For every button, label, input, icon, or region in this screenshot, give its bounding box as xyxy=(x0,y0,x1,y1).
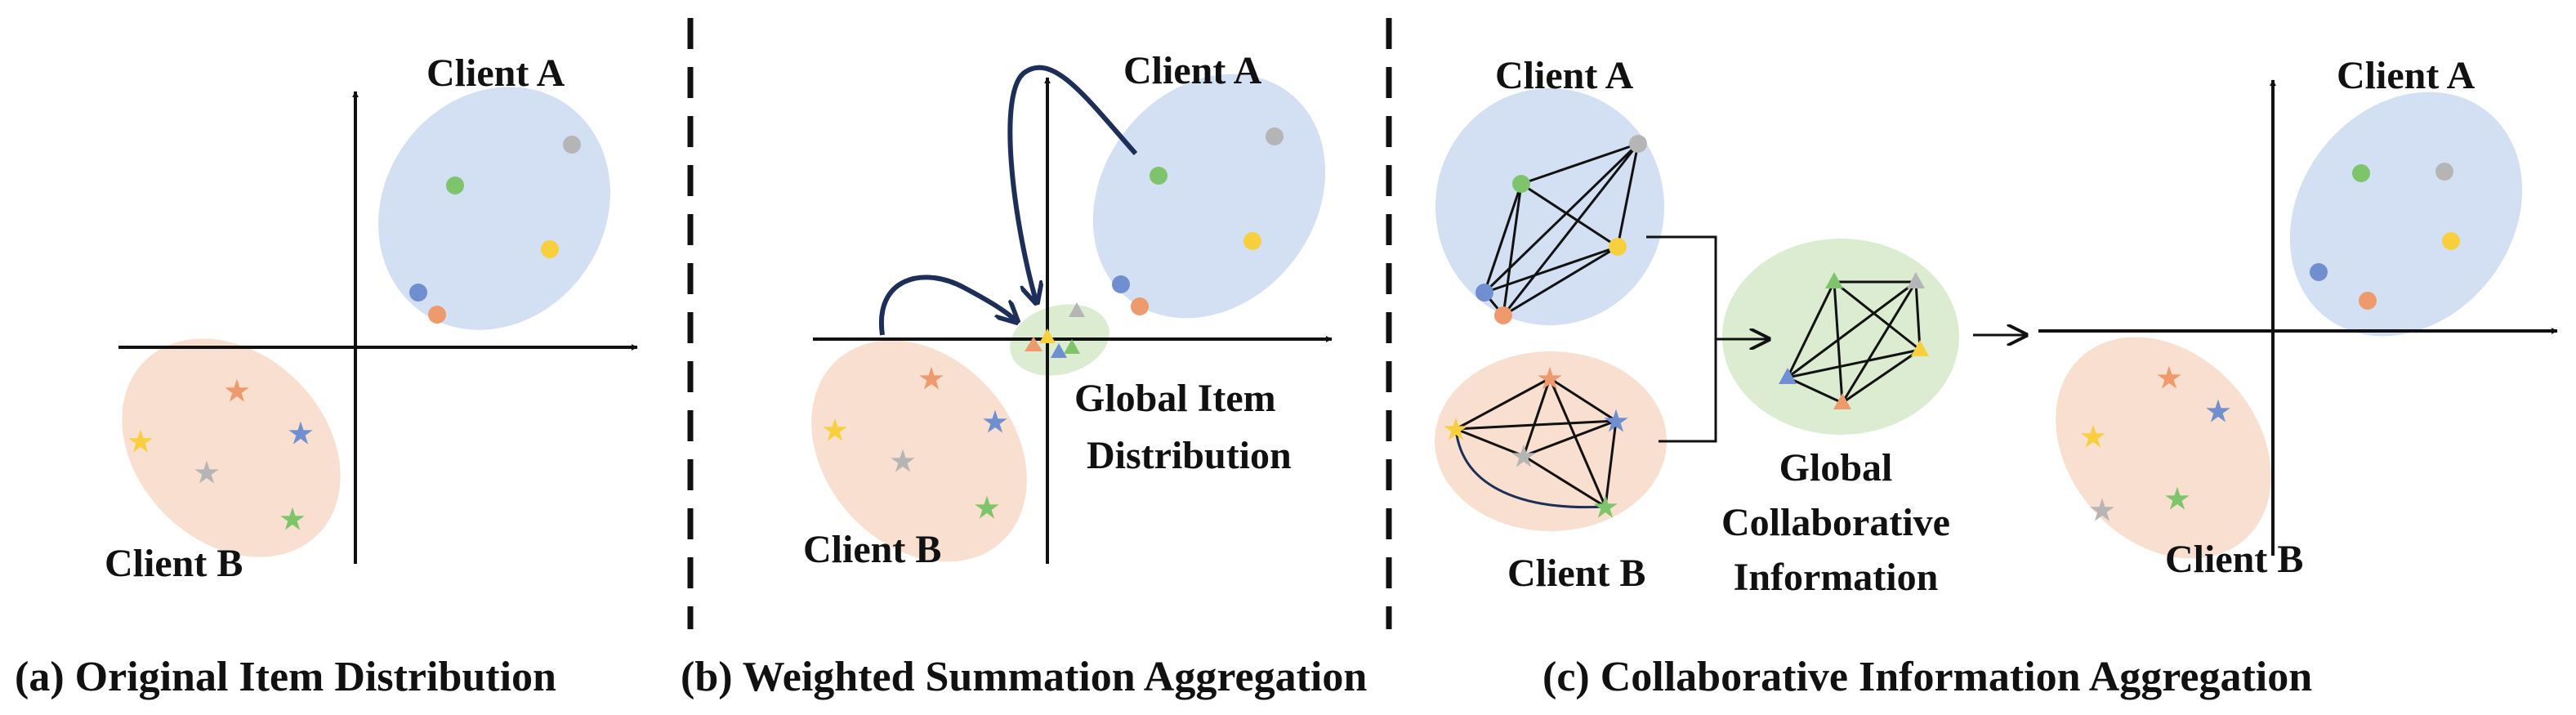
result-client-a-region xyxy=(2289,92,2523,337)
green-item-point xyxy=(2352,164,2370,182)
orange-item-node xyxy=(1494,306,1512,324)
client-b-points: ★ ★ ★ ★ ★ xyxy=(128,377,313,535)
blue-star-icon: ★ xyxy=(2206,397,2230,427)
yellow-item-point xyxy=(541,240,559,258)
client-a-points xyxy=(409,136,581,324)
client-a-label: Client A xyxy=(426,51,565,95)
yellow-item-point xyxy=(2442,232,2460,250)
gray-item-point xyxy=(1266,127,1284,145)
orange-triangle-icon xyxy=(1833,393,1851,409)
green-triangle-icon xyxy=(1064,339,1080,354)
gray-item-point xyxy=(2435,163,2453,181)
global-graph-edges xyxy=(1786,280,1922,404)
gray-triangle-icon xyxy=(1069,302,1085,317)
client-b-label: Client B xyxy=(803,528,941,571)
blue-triangle-icon xyxy=(1051,343,1067,358)
gray-star-icon: ★ xyxy=(1511,442,1536,472)
result-client-a-points xyxy=(2310,163,2460,310)
gray-star-icon: ★ xyxy=(2090,496,2114,526)
global-label-line2: Distribution xyxy=(1087,434,1292,477)
orange-item-point xyxy=(1131,297,1149,315)
green-item-point xyxy=(446,177,464,194)
blue-star-icon: ★ xyxy=(1604,407,1628,437)
blue-item-node xyxy=(1476,284,1493,302)
client-b-label: Client B xyxy=(105,542,243,585)
client-b-points: ★ ★ ★ ★ ★ xyxy=(823,364,1007,524)
global-label-line3: Information xyxy=(1734,556,1939,599)
yellow-triangle-icon xyxy=(1039,328,1056,343)
orange-star-icon: ★ xyxy=(225,377,249,407)
client-a-graph-edges xyxy=(1483,142,1640,317)
result-client-a-label: Client A xyxy=(2337,54,2476,97)
client-a-points xyxy=(1112,127,1284,315)
client-a-label: Client A xyxy=(1495,54,1634,97)
green-triangle-icon xyxy=(1825,272,1843,288)
panel-a: ★ ★ ★ ★ ★ Client A Client B xyxy=(105,51,638,585)
caption-c: (c) Collaborative Information Aggregatio… xyxy=(1542,654,2312,700)
result-client-b-region xyxy=(2056,337,2271,559)
yellow-triangle-icon xyxy=(1911,340,1929,356)
global-distribution-points xyxy=(1025,302,1085,358)
orange-star-icon: ★ xyxy=(2157,364,2181,394)
aggregation-curve-client-b xyxy=(878,275,1016,336)
panel-b: ★ ★ ★ ★ ★ Client A Client B Global Item … xyxy=(803,49,1333,571)
orange-item-point xyxy=(428,306,446,324)
blue-item-point xyxy=(409,284,427,302)
panel-c: ★ ★ ★ ★ ★ xyxy=(1435,54,2558,599)
green-star-icon: ★ xyxy=(975,494,999,524)
global-label-line1: Global xyxy=(1779,446,1893,489)
yellow-star-icon: ★ xyxy=(128,427,153,458)
client-b-curved-edge xyxy=(1454,428,1606,509)
client-b-graph-nodes: ★ ★ ★ ★ ★ xyxy=(1444,364,1628,523)
client-a-region xyxy=(378,87,610,330)
client-a-graph-nodes xyxy=(1476,135,1647,324)
gray-star-icon: ★ xyxy=(194,458,219,489)
yellow-star-icon: ★ xyxy=(1444,415,1468,445)
aggregation-curve-client-a xyxy=(1007,65,1138,301)
green-star-icon: ★ xyxy=(280,505,305,535)
green-item-node xyxy=(1512,175,1530,193)
client-b-graph-edges xyxy=(1455,377,1618,508)
green-star-icon: ★ xyxy=(2165,485,2190,515)
result-client-b-points: ★ ★ ★ ★ ★ xyxy=(2081,364,2230,526)
yellow-item-node xyxy=(1609,238,1627,256)
orange-triangle-icon xyxy=(1025,337,1042,351)
yellow-item-point xyxy=(1243,232,1261,250)
orange-item-point xyxy=(2359,292,2377,310)
green-item-point xyxy=(1150,167,1167,185)
gray-item-node xyxy=(1629,135,1647,153)
blue-star-icon: ★ xyxy=(983,408,1007,438)
client-a-graph-region xyxy=(1435,88,1664,325)
yellow-star-icon: ★ xyxy=(2081,422,2105,453)
client-a-label: Client A xyxy=(1123,49,1262,92)
gray-star-icon: ★ xyxy=(891,447,915,477)
global-graph-nodes xyxy=(1779,272,1929,409)
global-label-line1: Global Item xyxy=(1074,377,1276,420)
gray-triangle-icon xyxy=(1907,272,1925,288)
orange-star-icon: ★ xyxy=(919,364,944,395)
blue-star-icon: ★ xyxy=(288,419,313,449)
caption-b: (b) Weighted Summation Aggregation xyxy=(681,654,1367,700)
global-label-line2: Collaborative xyxy=(1721,501,1950,544)
client-b-region xyxy=(811,340,1027,562)
blue-triangle-icon xyxy=(1779,368,1797,384)
blue-item-point xyxy=(2310,263,2328,281)
gray-item-point xyxy=(563,136,581,154)
client-b-region xyxy=(122,338,341,557)
yellow-star-icon: ★ xyxy=(823,416,847,446)
green-star-icon: ★ xyxy=(1593,493,1618,523)
result-client-b-label: Client B xyxy=(2165,538,2303,581)
client-b-label: Client B xyxy=(1507,552,1645,595)
blue-item-point xyxy=(1112,275,1130,293)
orange-star-icon: ★ xyxy=(1538,364,1562,395)
caption-a: (a) Original Item Distribution xyxy=(15,654,556,700)
